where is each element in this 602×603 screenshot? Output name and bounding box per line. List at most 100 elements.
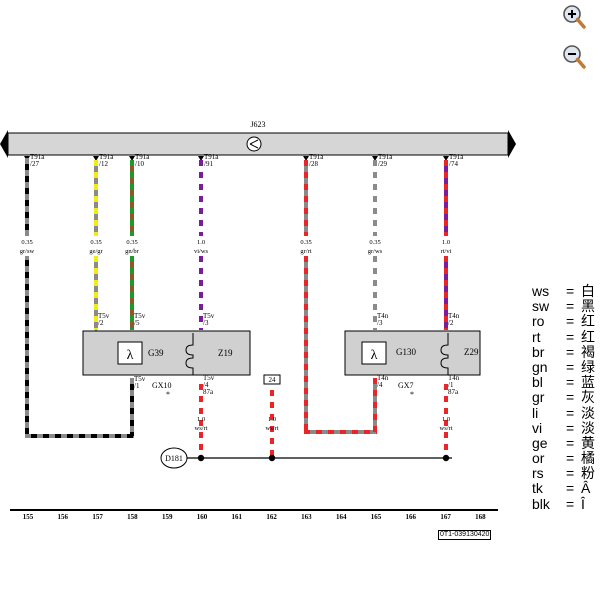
scale-label: 168 <box>475 513 486 521</box>
legend-eq: = <box>566 434 575 451</box>
legend-row: li=淡 <box>532 404 595 421</box>
junction-dot <box>197 454 205 462</box>
legend-color-name: 灰 <box>581 389 595 406</box>
legend-code: bl <box>532 374 543 391</box>
legend-eq: = <box>566 404 575 421</box>
legend-code: li <box>532 404 539 421</box>
svg-text:λ: λ <box>371 348 378 363</box>
wire-size: 0.35 <box>126 239 137 246</box>
scale-label: 157 <box>92 513 103 521</box>
legend-color-name: Î <box>581 495 585 512</box>
legend-eq: = <box>566 465 575 482</box>
scale-label: 165 <box>371 513 382 521</box>
pin-marker <box>93 156 99 161</box>
svg-text:T4n: T4n <box>377 374 389 382</box>
lambda-symbol-2 <box>361 341 387 365</box>
pin-marker <box>303 156 309 161</box>
zoom-out-button[interactable] <box>562 44 588 74</box>
legend-row: rt = 红 <box>532 328 595 345</box>
legend-eq: = <box>566 328 575 345</box>
svg-text:ws/rt: ws/rt <box>195 425 208 432</box>
svg-text:/1: /1 <box>448 381 454 389</box>
legend-row: ge = 黄 <box>532 434 595 451</box>
legend-row: ro = 红 <box>532 314 595 329</box>
legend-row: or=橘 <box>532 450 595 467</box>
svg-text:/2: /2 <box>448 319 454 327</box>
legend-color-name: 红 <box>581 313 595 330</box>
legend-code: ge <box>532 434 548 451</box>
legend-eq: = <box>566 283 575 299</box>
sensor2-group: GX7 <box>398 381 414 390</box>
zoom-in-button[interactable] <box>562 4 588 34</box>
legend-color-name: 红 <box>581 328 595 345</box>
svg-text:/3: /3 <box>203 319 209 327</box>
legend-eq: = <box>566 374 575 391</box>
sensor1-group: GX10 <box>152 381 172 390</box>
scale-label: 166 <box>406 513 417 521</box>
wire-size: 0.35 <box>90 239 101 246</box>
svg-text:1.0: 1.0 <box>197 416 205 423</box>
wire-size: 0.35 <box>300 239 311 246</box>
connector-24 <box>263 374 281 385</box>
wire-size: 0.35 <box>369 239 380 246</box>
legend-code: ro <box>532 313 545 330</box>
legend-color-name: Â <box>581 480 591 497</box>
legend-row: sw=黑 <box>532 298 595 314</box>
svg-text:T4n: T4n <box>377 312 389 320</box>
legend-code: or <box>532 450 545 467</box>
legend-eq: = <box>566 343 575 360</box>
document-id: 0T1-039130420 <box>438 530 492 540</box>
bar-left-arrow <box>0 130 8 158</box>
scale-label: 155 <box>23 513 34 521</box>
legend-eq: = <box>566 480 575 497</box>
svg-text:ws/rt: ws/rt <box>440 425 453 432</box>
pin-conn: T91a <box>309 153 324 161</box>
sensor1-label-b: Z19 <box>218 348 233 358</box>
pin-marker <box>129 156 135 161</box>
legend-eq: = <box>566 313 575 330</box>
pin-conn: T91a <box>30 153 45 161</box>
scale-label: 167 <box>440 513 451 521</box>
svg-text:T4n: T4n <box>448 374 460 382</box>
legend-color-name: 蓝 <box>581 374 595 391</box>
wire-color: rt/vi <box>441 248 452 255</box>
svg-text:D181: D181 <box>165 454 183 463</box>
legend-code: gr <box>532 389 545 406</box>
svg-text:/5: /5 <box>134 319 140 327</box>
pin-number: /91 <box>204 160 213 168</box>
svg-text:T5v: T5v <box>134 375 146 383</box>
wire-color: gr/sw <box>20 248 35 255</box>
svg-text:λ: λ <box>127 348 134 363</box>
legend-code: vi <box>532 419 543 436</box>
legend-row: bl = 蓝 <box>532 374 595 391</box>
legend-color-name: 橘 <box>581 450 595 467</box>
svg-text:T4n: T4n <box>448 312 460 320</box>
legend-row: rs=粉 <box>532 466 595 481</box>
wire-size: 1.0 <box>197 239 205 246</box>
sensor2-star: * <box>410 390 414 399</box>
legend-color-name: 粉 <box>581 465 595 482</box>
svg-text:1.0: 1.0 <box>268 416 276 423</box>
svg-text:/2: /2 <box>98 319 104 327</box>
sensor2-label-b: Z29 <box>464 347 479 357</box>
pin-number: /74 <box>449 160 458 168</box>
wire-size: 0.35 <box>21 239 32 246</box>
legend-color-name: 黄 <box>581 434 595 451</box>
ground-circle-icon <box>246 136 262 152</box>
pin-conn: T91a <box>378 153 393 161</box>
scale-label: 156 <box>58 513 69 521</box>
legend-eq: = <box>566 389 575 406</box>
junction-dot <box>268 454 276 462</box>
legend-code: gn <box>532 358 548 375</box>
scale-label: 160 <box>197 513 208 521</box>
lambda-symbol-1 <box>117 341 143 365</box>
pin-conn: T91a <box>135 153 150 161</box>
legend-eq: = <box>566 419 575 436</box>
legend-code: rt <box>532 328 541 345</box>
wire-size: 1.0 <box>442 239 450 246</box>
pin-marker <box>198 156 204 161</box>
svg-text:87a: 87a <box>448 388 459 396</box>
sensor-box-gx10 <box>82 330 251 376</box>
